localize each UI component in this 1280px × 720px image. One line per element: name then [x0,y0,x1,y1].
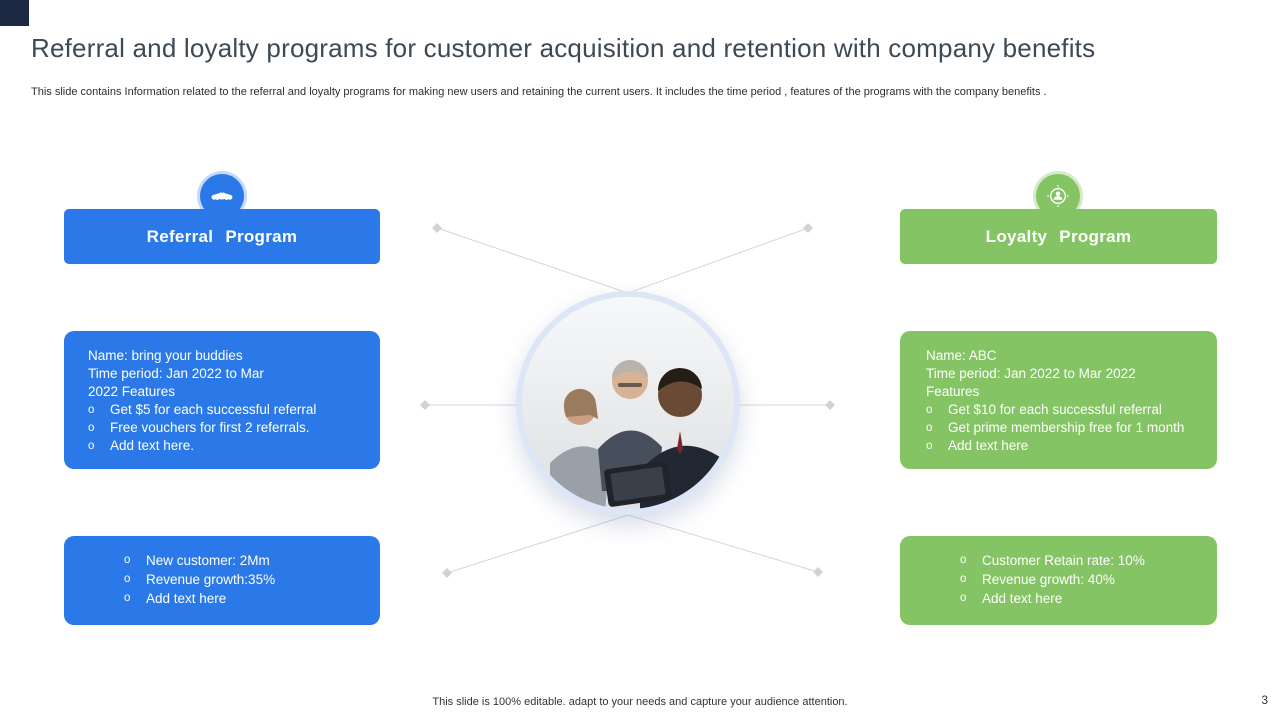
bullet-item: o Customer Retain rate: 10% [960,551,1207,570]
referral-header-label: Referral Program [146,227,298,246]
people-illustration [522,297,734,509]
bullet-text: Get $10 for each successful referral [948,402,1162,417]
bullet-text: Revenue growth: 40% [982,572,1115,587]
bullet-marker: o [926,422,933,434]
bullet-marker: o [960,573,967,585]
bullet-text: Revenue growth:35% [146,572,276,587]
connector-lines [420,223,835,578]
bullet-text: New customer: 2Mm [146,553,270,568]
page-number: 3 [1261,693,1268,707]
bullet-text: Get $5 for each successful referral [110,402,317,417]
loyalty-program-header: Loyalty Program [900,209,1217,264]
bullet-marker: o [88,404,95,416]
corner-accent [0,0,29,26]
referral-name: Name: bring your buddies [88,348,243,363]
referral-details-box: Name: bring your buddies Time period: Ja… [64,331,380,469]
bullet-item: o Revenue growth:35% [124,570,370,589]
referral-features-label: 2022 Features [88,384,176,399]
bullet-marker: o [960,554,967,566]
bullet-text: Free vouchers for first 2 referrals. [110,420,310,435]
bullet-text: Get prime membership free for 1 month [948,420,1185,435]
loyalty-header-label: Loyalty Program [985,227,1132,246]
bullet-item: o Add text here [960,589,1207,608]
bullet-item: o Add text here. [88,437,368,455]
bullet-marker: o [926,404,933,416]
tablet [604,461,672,507]
referral-program-header: Referral Program [64,209,380,264]
diamond-endpoint [420,223,835,578]
loyalty-benefits-box: o Customer Retain rate: 10% o Revenue gr… [900,536,1217,625]
handshake-icon [200,174,244,218]
bullet-marker: o [124,573,131,585]
bullet-marker: o [926,440,933,452]
bullet-marker: o [88,422,95,434]
bullet-item: o Get $5 for each successful referral [88,401,368,419]
bullet-marker: o [960,592,967,604]
referral-benefits-box: o New customer: 2Mm o Revenue growth:35%… [64,536,380,625]
bullet-text: Add text here [948,438,1029,453]
bullet-marker: o [124,554,131,566]
bullet-text: Add text here. [110,438,195,453]
center-photo [516,291,740,515]
bullet-item: o Get prime membership free for 1 month [926,419,1205,437]
loyalty-details-box: Name: ABC Time period: Jan 2022 to Mar 2… [900,331,1217,469]
bullet-item: o Add text here [124,589,370,608]
bullet-item: o Free vouchers for first 2 referrals. [88,419,368,437]
bullet-marker: o [124,592,131,604]
loyalty-period: Time period: Jan 2022 to Mar 2022 [926,366,1136,381]
bullet-text: Add text here [146,591,227,606]
loyalty-features-label: Features [926,384,980,399]
footer-note: This slide is 100% editable. adapt to yo… [432,696,848,708]
bullet-item: o Add text here [926,437,1205,455]
loyalty-name: Name: ABC [926,348,997,363]
member-badge-icon [1036,174,1080,218]
referral-period: Time period: Jan 2022 to Mar [88,366,264,381]
bullet-text: Customer Retain rate: 10% [982,553,1145,568]
bullet-item: o Get $10 for each successful referral [926,401,1205,419]
bullet-item: o Revenue growth: 40% [960,570,1207,589]
slide-subtitle: This slide contains Information related … [31,86,1047,98]
bullet-item: o New customer: 2Mm [124,551,370,570]
slide-title: Referral and loyalty programs for custom… [31,33,1096,63]
bullet-marker: o [88,440,95,452]
bullet-text: Add text here [982,591,1063,606]
